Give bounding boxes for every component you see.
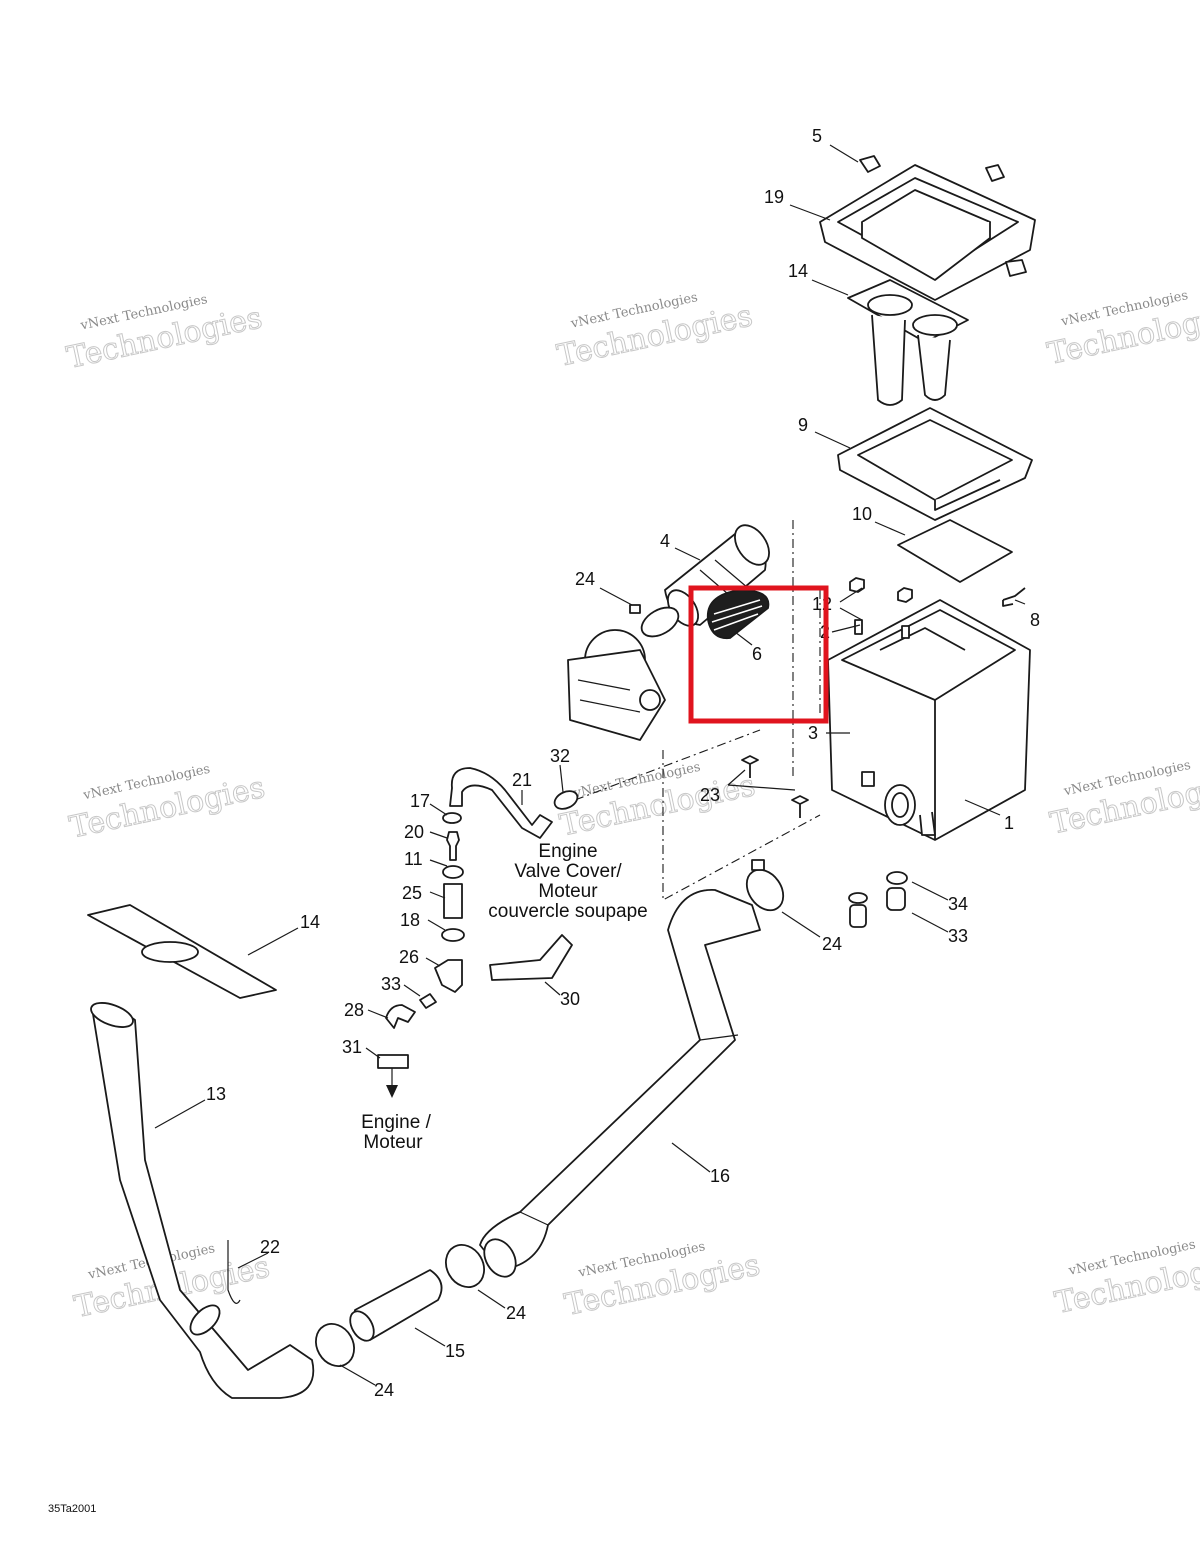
callout-30: 30 (560, 989, 580, 1009)
label-line: couvercle soupape (488, 901, 648, 922)
carburetor (567, 629, 666, 741)
callout-25: 24 (506, 1303, 526, 1323)
engine-label: Engine / Moteur (361, 1112, 431, 1153)
callout-1: 1 (1004, 813, 1014, 833)
callout-28: 26 (399, 947, 419, 967)
fittings-column (377, 812, 465, 1098)
part-6-boot (706, 589, 770, 640)
callout-23: 22 (260, 1237, 280, 1257)
label-line: Moteur (363, 1132, 423, 1153)
part-25-clamp-carb (629, 604, 680, 638)
part-17-hose (479, 859, 785, 1278)
callout-4: 4 (660, 531, 670, 551)
callout-25: 24 (822, 934, 842, 954)
callout-17: 16 (710, 1166, 730, 1186)
part-8-plug (1002, 587, 1026, 607)
callout-9: 9 (798, 415, 808, 435)
valve-cover-label: Engine Valve Cover/ Moteur couvercle sou… (488, 841, 648, 922)
callout-16: 15 (445, 1341, 465, 1361)
callout-33: 33 (948, 926, 968, 946)
part-20-airbox-cover (819, 155, 1036, 301)
label-line: Engine (538, 841, 597, 862)
callout-31: 31 (342, 1037, 362, 1057)
callout-25: 24 (575, 569, 595, 589)
leader-lines (154, 144, 1026, 1386)
callout-11: 11 (404, 849, 423, 869)
callout-6: 6 (752, 644, 762, 664)
part-22-hose (449, 767, 553, 839)
callout-14: 13 (206, 1084, 226, 1104)
part-24-screws (741, 755, 809, 818)
callout-5: 5 (812, 126, 822, 146)
callout-25: 24 (374, 1380, 394, 1400)
label-line: Engine / (361, 1112, 431, 1133)
callout-34: 34 (948, 894, 968, 914)
callout-numbers: 5 19 14 9 10 12 2 8 1 3 23 4 24 6 32 21 … (206, 126, 1040, 1400)
callout-15: 14 (300, 912, 320, 932)
callout-33: 33 (381, 974, 401, 994)
callout-26: 25 (402, 883, 422, 903)
drawing-code: 35Ta2001 (48, 1503, 96, 1515)
label-line: Moteur (538, 881, 598, 902)
callout-13: 14 (788, 261, 808, 281)
part-32-clamp (553, 790, 579, 810)
callout-20: 19 (764, 187, 784, 207)
assembly-lines (574, 520, 821, 901)
callout-19: 18 (400, 910, 420, 930)
part-30-hose (489, 934, 573, 981)
part-10-filter (897, 519, 1013, 583)
parts-33-34-fittings (848, 871, 908, 928)
callout-21: 20 (404, 822, 424, 842)
part-13-silencer (847, 279, 969, 406)
callout-18: 17 (410, 791, 430, 811)
part-23-tie (227, 1240, 241, 1304)
callout-10: 10 (852, 504, 872, 524)
highlight-box (688, 585, 829, 724)
label-line: Valve Cover/ (514, 861, 622, 882)
callout-3: 3 (808, 723, 818, 743)
part-9-filter-frame (837, 407, 1033, 521)
part-15-plate (87, 904, 277, 999)
part-16-tube (315, 1244, 485, 1367)
part-14-pipe (90, 1002, 315, 1399)
part-12-nuts (849, 577, 913, 639)
part-1-airbox (827, 599, 1031, 841)
callout-8: 8 (1030, 610, 1040, 630)
callout-29: 28 (344, 1000, 364, 1020)
callout-12: 12 (812, 594, 832, 614)
callout-32: 32 (550, 746, 570, 766)
callout-24: 23 (700, 785, 720, 805)
callout-22: 21 (512, 770, 532, 790)
